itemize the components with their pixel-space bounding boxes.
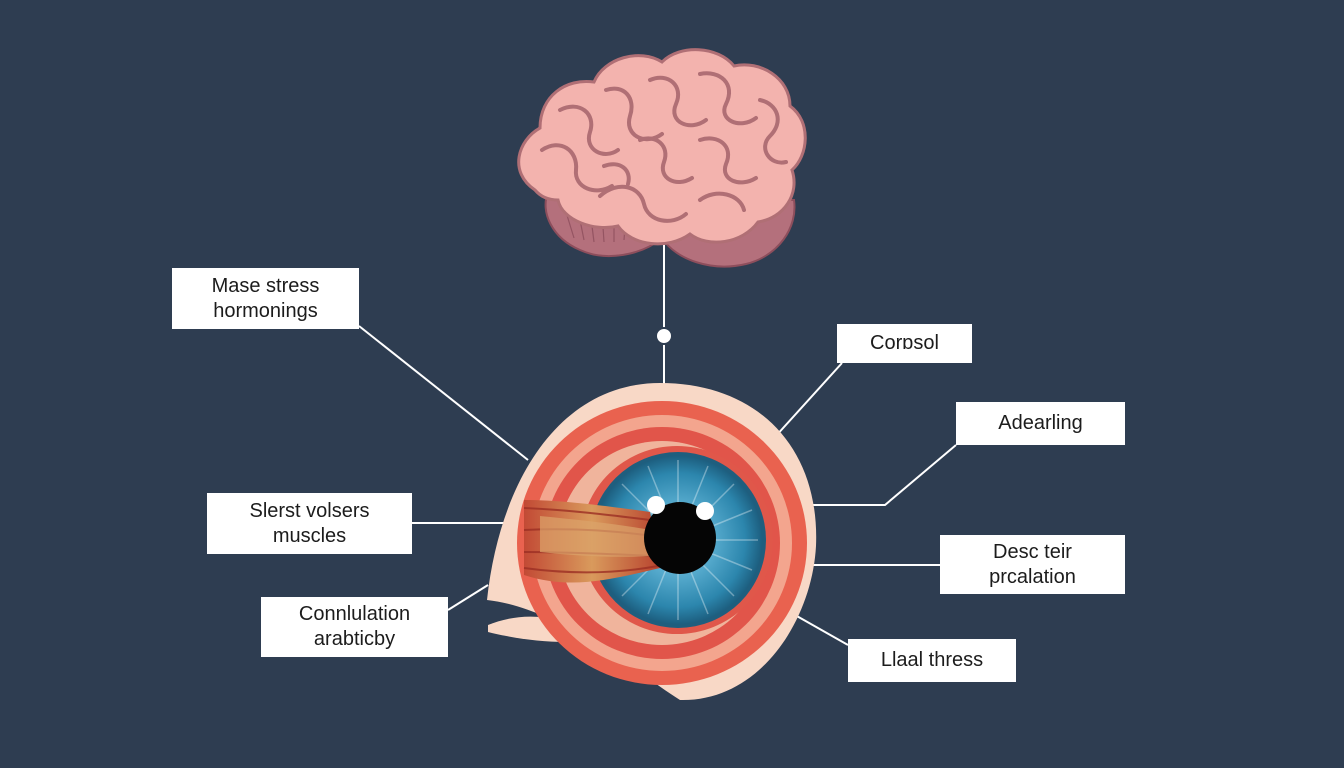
label-desc-teir: Desc teir prcalation (940, 535, 1125, 594)
connector-mase-stress (358, 325, 529, 461)
label-cortisol: Corɒsol (837, 324, 972, 363)
connector-connlulation (447, 584, 489, 611)
label-conn-line2: arabticby (313, 628, 396, 650)
brain-icon (517, 48, 807, 268)
label-llaal-thress: Llaal thress (848, 639, 1016, 682)
label-connlulation: Connlulation arabticby (261, 597, 448, 657)
label-mase-stress-line1: Mase stress (211, 274, 320, 297)
label-adearling-line1: Adearling (998, 412, 1083, 434)
label-adearling: Adearling (956, 402, 1125, 445)
eye-icon (487, 383, 817, 701)
connector-adearling (808, 444, 957, 506)
label-conn-line1: Connlulation (298, 603, 411, 625)
label-mase-stress: Mase stress hormonings (172, 268, 359, 329)
label-cortisol-line1: Corɒsol (870, 332, 939, 354)
label-mase-stress-line2: hormonings (213, 299, 318, 322)
label-slerst-line2: muscles (272, 524, 347, 547)
label-slerst-line1: Slerst volsers (249, 499, 370, 522)
label-desc-line1: Desc teir (993, 540, 1072, 563)
label-slerst-volsers: Slerst volsers muscles (207, 493, 412, 554)
label-llaal-line1: Llaal thress (880, 649, 984, 671)
label-desc-line2: prcalation (989, 565, 1076, 588)
connector-llaal (794, 614, 849, 646)
connector-lines (358, 240, 957, 646)
connector-node (655, 327, 673, 345)
